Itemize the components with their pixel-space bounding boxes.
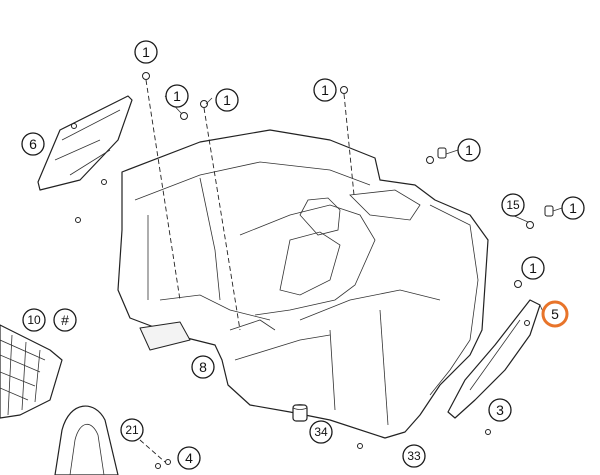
callout-label: 1 (569, 200, 577, 216)
callout-1-far-right: 1 (561, 196, 585, 220)
callout-34: 34 (309, 420, 333, 444)
side-panel-part-6 (37, 95, 133, 223)
callout-label: 1 (173, 88, 181, 104)
callout-label: 1 (321, 82, 329, 98)
callout-label: 5 (551, 306, 559, 322)
callout-label: 33 (407, 449, 421, 463)
callout-label: 3 (496, 402, 504, 418)
callout-8: 8 (191, 355, 215, 379)
callout-1-center: 1 (313, 78, 337, 102)
callout-10: 10 (22, 308, 46, 332)
callout-4: 4 (177, 446, 201, 470)
plate-part-3 (447, 299, 541, 435)
callout-label: 15 (506, 198, 520, 212)
callout-label: 1 (223, 92, 231, 108)
frame-tube (54, 405, 119, 475)
callout-1-left: 1 (165, 84, 189, 108)
rear-fender-body (117, 129, 489, 439)
callout-label: 34 (314, 425, 328, 439)
callout-3: 3 (488, 398, 512, 422)
callout-label: # (61, 312, 69, 328)
callout-label: 4 (185, 450, 193, 466)
callout-1-left-2: 1 (215, 88, 239, 112)
callout-label: 1 (529, 260, 537, 276)
callout-label: 1 (465, 142, 473, 158)
callout-21: 21 (120, 418, 144, 442)
callout-15: 15 (501, 193, 525, 217)
callout-hash: # (53, 308, 77, 332)
callout-label: 1 (142, 44, 150, 60)
callout-5-highlighted: 5 (541, 300, 569, 328)
callout-33: 33 (402, 444, 426, 468)
callout-6: 6 (21, 132, 45, 156)
screws (142, 72, 554, 469)
callout-1-top: 1 (134, 40, 158, 64)
grid-panel-part-10 (0, 324, 63, 419)
callout-label: 21 (125, 423, 139, 437)
callout-label: 8 (199, 359, 207, 375)
callout-label: 10 (27, 313, 41, 327)
callout-label: 6 (29, 136, 37, 152)
callout-1-mid-right: 1 (521, 256, 545, 280)
assembly-lines (139, 79, 355, 463)
callout-1-right: 1 (457, 138, 481, 162)
bushing-part-34 (292, 404, 308, 422)
